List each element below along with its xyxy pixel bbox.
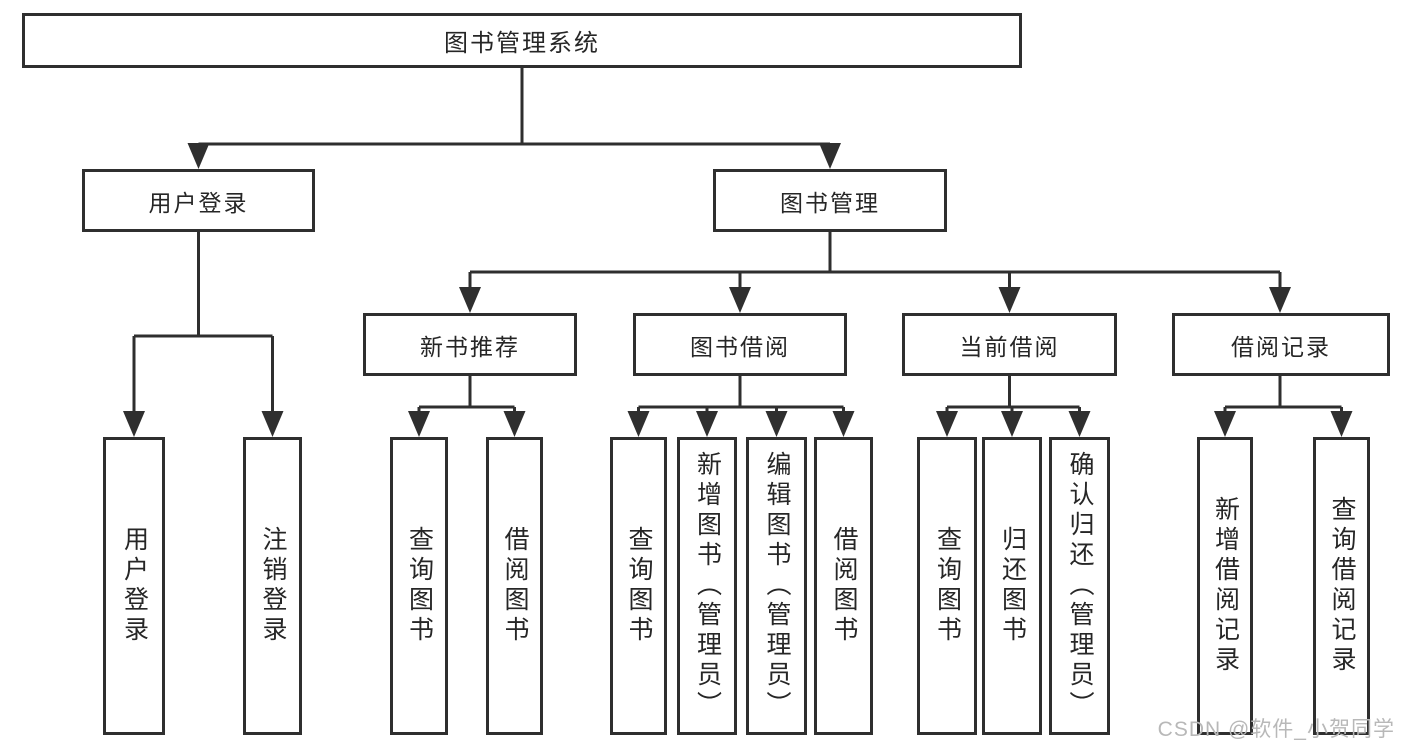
node-label: 借阅图书	[830, 526, 858, 646]
node-label: 图书管理系统	[444, 30, 600, 57]
node-label: 借阅图书	[501, 526, 529, 646]
node-label: 借阅记录	[1231, 333, 1331, 360]
node-user-login: 用户登录	[82, 169, 315, 232]
node-book-management: 图书管理	[713, 169, 947, 232]
node-book-management-system: 图书管理系统	[22, 13, 1022, 68]
node-label: 查询图书	[405, 526, 434, 646]
leaf-borrowing-edit-books-admin: 编辑图书（管理员）	[746, 437, 807, 735]
watermark: CSDN @软件_小贺同学	[1157, 718, 1395, 741]
node-label: 查询借阅记录	[1328, 496, 1356, 676]
leaf-logout-login: 注销登录	[243, 437, 302, 735]
node-book-borrowing: 图书借阅	[633, 313, 847, 376]
node-label: 新增借阅记录	[1211, 496, 1240, 676]
node-current-borrowing: 当前借阅	[902, 313, 1117, 376]
leaf-recommend-query-books: 查询图书	[390, 437, 448, 735]
leaf-current-confirm-return-admin: 确认归还（管理员）	[1049, 437, 1110, 735]
leaf-borrowing-add-books-admin: 新增图书（管理员）	[677, 437, 737, 735]
leaf-records-query-borrow-record: 查询借阅记录	[1313, 437, 1370, 735]
node-label: 归还图书	[998, 526, 1027, 646]
node-new-book-recommend: 新书推荐	[363, 313, 577, 376]
leaf-current-return-books: 归还图书	[982, 437, 1042, 735]
node-borrow-records: 借阅记录	[1172, 313, 1390, 376]
node-label: 用户登录	[148, 189, 249, 216]
node-label: 编辑图书（管理员）	[763, 451, 791, 721]
leaf-borrowing-query-books: 查询图书	[610, 437, 667, 735]
node-label: 查询图书	[625, 526, 653, 646]
leaf-user-login: 用户登录	[103, 437, 165, 735]
leaf-records-add-borrow-record: 新增借阅记录	[1197, 437, 1253, 735]
node-label: 图书管理	[780, 189, 880, 216]
node-label: 查询图书	[933, 526, 962, 646]
node-label: 用户登录	[120, 526, 149, 646]
leaf-borrowing-borrow-books: 借阅图书	[814, 437, 873, 735]
node-label: 当前借阅	[959, 333, 1060, 360]
node-label: 确认归还（管理员）	[1066, 451, 1094, 721]
leaf-current-query-books: 查询图书	[917, 437, 977, 735]
node-label: 图书借阅	[690, 333, 790, 360]
node-label: 新书推荐	[420, 333, 520, 360]
node-label: 新增图书（管理员）	[693, 451, 722, 721]
node-label: 注销登录	[259, 526, 287, 646]
leaf-recommend-borrow-books: 借阅图书	[486, 437, 543, 735]
